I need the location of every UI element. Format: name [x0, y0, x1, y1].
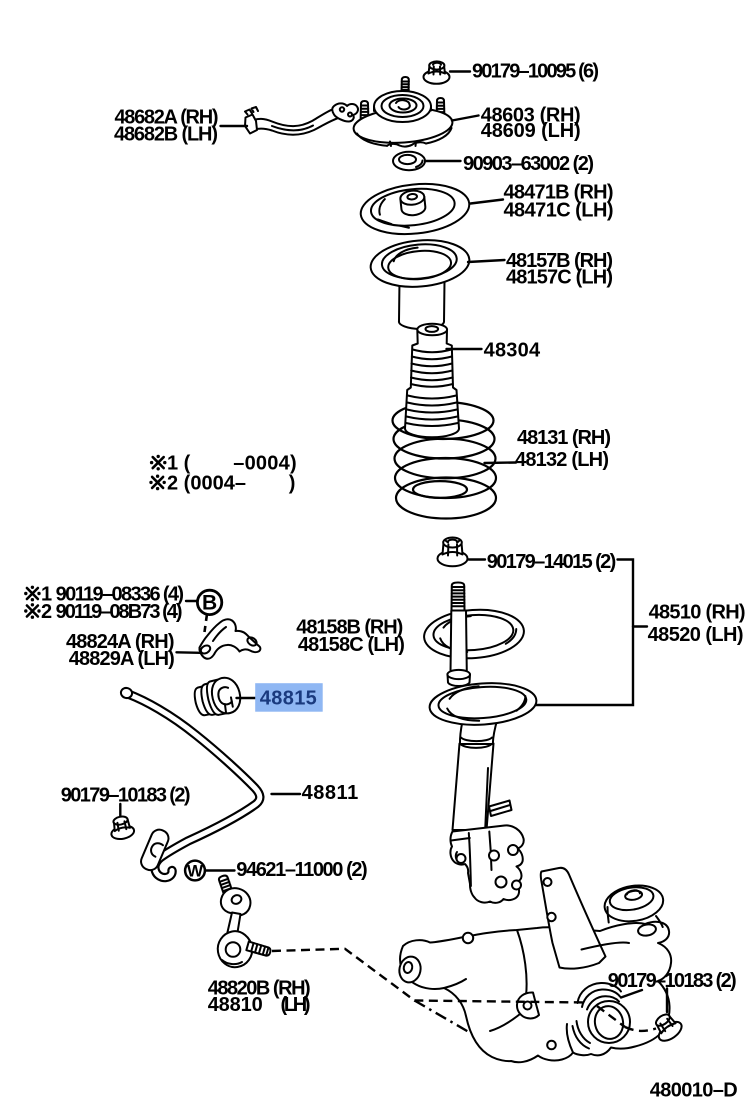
- svg-text:2 (0004–: 2 (0004–: [167, 472, 246, 494]
- svg-text:48157C (LH): 48157C (LH): [506, 267, 613, 289]
- svg-text:2: 2: [41, 601, 52, 623]
- svg-text:94621–11000 (2): 94621–11000 (2): [236, 859, 367, 881]
- svg-text:48471C (LH): 48471C (LH): [504, 200, 614, 222]
- svg-text:1 (: 1 (: [167, 453, 191, 475]
- svg-text:48471B (RH): 48471B (RH): [504, 182, 614, 204]
- svg-text:48682B (LH): 48682B (LH): [114, 124, 218, 146]
- svg-text:48609 (LH): 48609 (LH): [481, 120, 581, 142]
- svg-text:48131 (RH): 48131 (RH): [517, 427, 611, 449]
- svg-text:480010–D: 480010–D: [650, 1080, 738, 1102]
- svg-text:48520 (LH): 48520 (LH): [648, 624, 744, 646]
- svg-text:W: W: [187, 862, 204, 881]
- svg-text:48304: 48304: [484, 340, 541, 362]
- svg-text:90179–10183 (2): 90179–10183 (2): [608, 970, 737, 992]
- svg-text:B: B: [202, 592, 217, 615]
- svg-text:48811: 48811: [302, 782, 359, 804]
- svg-text:–0004): –0004): [233, 453, 297, 475]
- svg-text:48158B (RH): 48158B (RH): [296, 616, 403, 638]
- svg-text:48829A (LH): 48829A (LH): [69, 648, 175, 670]
- svg-text:(LH): (LH): [281, 994, 311, 1016]
- svg-text:48603 (RH): 48603 (RH): [481, 105, 581, 127]
- svg-text:): ): [289, 472, 296, 494]
- svg-text:48815: 48815: [260, 687, 317, 709]
- svg-text:48820B (RH): 48820B (RH): [208, 978, 311, 1000]
- svg-text:90119–08B73 (4): 90119–08B73 (4): [56, 601, 183, 623]
- svg-text:48157B (RH): 48157B (RH): [506, 250, 613, 272]
- svg-text:90179–10183 (2): 90179–10183 (2): [61, 785, 191, 807]
- svg-text:90179–10095 (6): 90179–10095 (6): [472, 61, 599, 83]
- svg-text:90119–08336 (4): 90119–08336 (4): [56, 584, 185, 606]
- svg-text:48810: 48810: [208, 994, 263, 1016]
- svg-text:90903–63002 (2): 90903–63002 (2): [463, 153, 594, 175]
- svg-text:48132 (LH): 48132 (LH): [515, 449, 609, 471]
- svg-text:48682A (RH): 48682A (RH): [115, 107, 219, 129]
- svg-text:90179–14015 (2): 90179–14015 (2): [487, 551, 617, 573]
- svg-text:48510 (RH): 48510 (RH): [649, 602, 746, 624]
- svg-text:48824A (RH): 48824A (RH): [66, 631, 175, 653]
- svg-text:48158C (LH): 48158C (LH): [298, 634, 405, 656]
- svg-text:1: 1: [41, 584, 52, 606]
